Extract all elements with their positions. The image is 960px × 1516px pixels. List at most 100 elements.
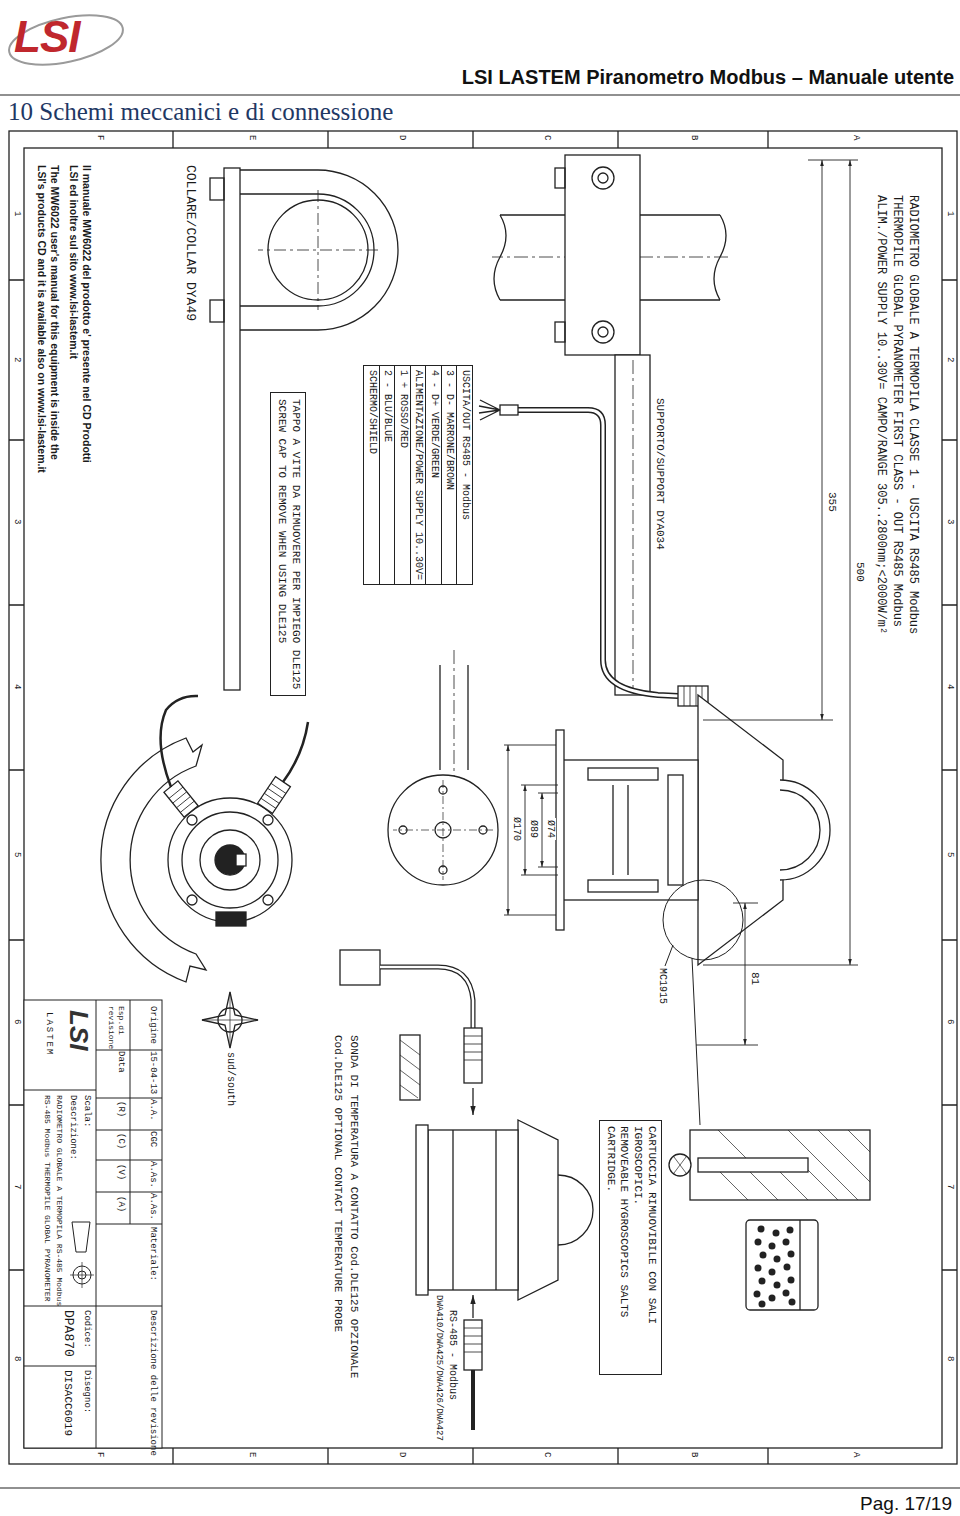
grid-reference: C bbox=[541, 1452, 552, 1457]
grid-reference: 3 bbox=[11, 519, 22, 524]
grid-reference: 1 bbox=[11, 211, 22, 216]
part-name: SONDA DI TEMPERATURA A CONTATTO Cod.DLE1… bbox=[347, 1035, 360, 1378]
drawing-title: RADIOMETRO GLOBALE A TERMOPILA CLASSE 1 … bbox=[906, 195, 920, 634]
grid-reference: 4 bbox=[944, 684, 955, 689]
grid-reference: A bbox=[850, 1452, 861, 1457]
title-block-cell: LSI bbox=[66, 1010, 92, 1050]
compass-rose bbox=[202, 992, 258, 1048]
grid-reference: 3 bbox=[944, 519, 955, 524]
note-text: REMOVEABLE HYGROSCOPICS SALTS CARTRIDGE. bbox=[603, 1126, 631, 1369]
part-name: SUPPORTO/SUPPORT DYA034 bbox=[653, 398, 666, 550]
table-row: 4 - D+ VERDE/GREEN bbox=[426, 366, 442, 584]
title-block-cell: RADIOMETRO GLOBALE A TERMOPILA RS-485 Mo… bbox=[54, 1095, 64, 1306]
drawing-sheet: RADIOMETRO GLOBALE A TERMOPILA CLASSE 1 … bbox=[8, 130, 958, 1465]
title-block-cell: (V) bbox=[115, 1164, 126, 1180]
drawing-title: ALIM./POWER SUPPLY 10..30V= CAMPO/RANGE … bbox=[874, 195, 888, 634]
title-block-cell: (A) bbox=[115, 1196, 126, 1212]
part-name: Cod.DLE125 OPTIONAL CONTACT TEMPERATURE … bbox=[331, 1035, 344, 1332]
title-block-cell: Origine bbox=[147, 1006, 158, 1050]
bottom-view bbox=[101, 696, 308, 982]
title-block-cell: (C) bbox=[115, 1133, 126, 1149]
company-logo: LSI bbox=[14, 12, 79, 62]
header-rule bbox=[0, 94, 960, 95]
table-row: 2 - BLU/BLUE bbox=[379, 366, 395, 584]
dimension: Ø89 bbox=[527, 818, 539, 840]
rs485-connector bbox=[464, 1295, 482, 1430]
dimension: 500 bbox=[853, 560, 866, 584]
note-text: TAPPO A VITE DA RIMUOVERE PER IMPIEGO DL… bbox=[288, 399, 302, 689]
grid-reference: E bbox=[246, 135, 257, 140]
table-row: SCHERMO/SHIELD bbox=[365, 366, 380, 584]
section-heading: 10 Schemi meccanici e di connessione bbox=[8, 97, 393, 127]
dimension: Ø170 bbox=[510, 815, 522, 843]
grid-reference: 2 bbox=[11, 357, 22, 362]
grid-reference: 1 bbox=[944, 211, 955, 216]
mounting-pole bbox=[440, 650, 468, 782]
title-block-cell: DPA870 bbox=[60, 1310, 76, 1357]
pyranometer-with-probe bbox=[400, 1035, 593, 1300]
part-code: DWA410/DWA425/DWA426/DWA427 bbox=[433, 1295, 444, 1441]
grid-reference: 7 bbox=[944, 1184, 955, 1189]
note: Il manuale MW6022 del prodotto e' presen… bbox=[68, 165, 93, 475]
logo-swoosh bbox=[5, 6, 128, 73]
title-block-cell: (R) bbox=[115, 1101, 126, 1117]
footer-rule bbox=[0, 1487, 960, 1488]
note-text: CARTUCCIA RIMUOVIBILE CON SALI IGROSCOPI… bbox=[631, 1126, 659, 1369]
title-block-cell: Disegno: bbox=[81, 1370, 92, 1413]
dimension: Ø74 bbox=[544, 818, 556, 840]
grid-reference: D bbox=[396, 135, 407, 140]
note: The MW6022 user's manual for this equipm… bbox=[36, 165, 61, 475]
title-block-cell: Descrizione delle revisione bbox=[147, 1310, 158, 1456]
pyranometer-side-view bbox=[556, 695, 830, 965]
output-cable bbox=[479, 400, 708, 706]
table-row: ALIMENTAZIONE/POWER SUPPLY 10..30V= bbox=[410, 366, 426, 584]
title-block-cell: CGC bbox=[147, 1131, 158, 1160]
signal-name: RS-485 - Modbus bbox=[446, 1310, 458, 1400]
grid-reference: 5 bbox=[944, 852, 955, 857]
part-code: MC1915 bbox=[656, 968, 668, 1004]
note-text: SCREW CAP TO REMOVE WHEN USING DLE125 bbox=[275, 399, 289, 689]
dimension: 81 bbox=[748, 970, 761, 987]
title-block-cell: 15-04-13 bbox=[147, 1051, 158, 1098]
title-block-cell: Esp.di revisione bbox=[107, 1006, 126, 1050]
title-block-cell: Descrizione: bbox=[67, 1095, 78, 1160]
title-block-cell: Scala: bbox=[81, 1095, 92, 1127]
title-block-cell: Materiale: bbox=[147, 1227, 158, 1281]
grid-reference: 6 bbox=[944, 1019, 955, 1024]
title-block-cell: A.As. bbox=[147, 1161, 158, 1192]
base-disk-view bbox=[388, 775, 498, 885]
grid-reference: F bbox=[94, 135, 105, 140]
title-block-cell: LASTEM bbox=[43, 1012, 54, 1056]
note-box: CARTUCCIA RIMUOVIBILE CON SALI IGROSCOPI… bbox=[599, 1120, 662, 1375]
grid-reference: 4 bbox=[11, 684, 22, 689]
grid-reference: B bbox=[688, 1452, 699, 1457]
detail-callout bbox=[663, 880, 743, 1125]
table-row: USCITA/OUT RS485 - Modbus bbox=[457, 366, 473, 584]
grid-reference: 8 bbox=[944, 1356, 955, 1361]
dimension-lines bbox=[504, 160, 858, 1045]
grid-reference: A bbox=[850, 135, 861, 140]
grid-reference: E bbox=[246, 1452, 257, 1457]
drawing-title: THERMOPILE GLOBAL PYRANOMETER FIRST CLAS… bbox=[890, 195, 904, 627]
temperature-probe bbox=[340, 950, 482, 1115]
title-block-cell: Codice: bbox=[81, 1310, 92, 1348]
desiccant-jar bbox=[746, 1220, 818, 1310]
grid-reference: B bbox=[688, 135, 699, 140]
page-number: Pag. 17/19 bbox=[860, 1493, 952, 1515]
table-row: 1 + ROSSO/RED bbox=[395, 366, 411, 584]
title-block-cell: RS-485 Modbus THERMOPILE GLOBAL PYRANOME… bbox=[42, 1095, 52, 1301]
grid-reference: D bbox=[396, 1452, 407, 1457]
running-header: LSI LASTEM Piranometro Modbus – Manuale … bbox=[462, 66, 954, 89]
grid-reference: 6 bbox=[11, 1019, 22, 1024]
dimension: 355 bbox=[825, 490, 838, 514]
wiring-table: USCITA/OUT RS485 - Modbus3 - D- MARRONE/… bbox=[364, 365, 474, 585]
title-block-cell: A.As. bbox=[147, 1193, 158, 1223]
cartridge-section bbox=[669, 1130, 870, 1200]
grid-reference: C bbox=[541, 135, 552, 140]
note-box: TAPPO A VITE DA RIMUOVERE PER IMPIEGO DL… bbox=[271, 392, 307, 696]
part-name: COLLARE/COLLAR DYA49 bbox=[182, 165, 198, 321]
title-block-cell: Data bbox=[115, 1051, 126, 1073]
grid-reference: F bbox=[94, 1452, 105, 1457]
sheet-frame bbox=[9, 131, 957, 1464]
